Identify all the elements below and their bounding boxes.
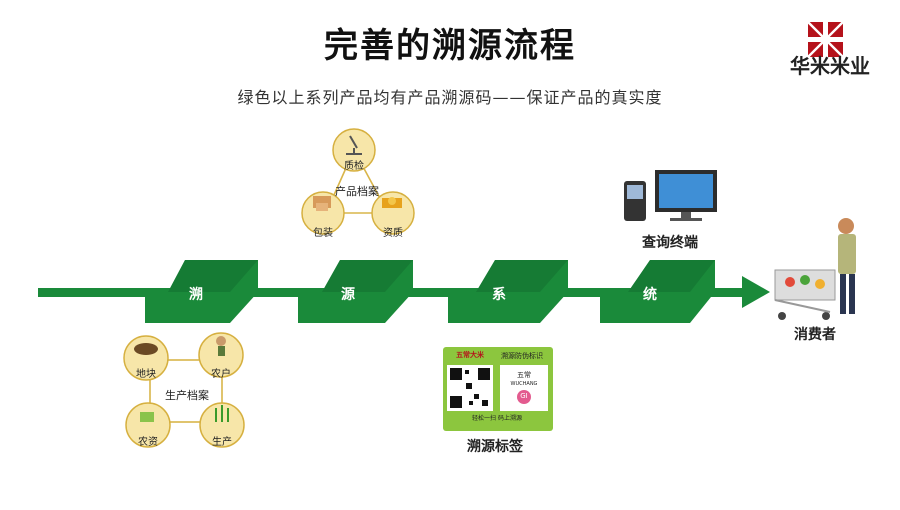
band-char-1: 溯	[189, 287, 203, 303]
tag-seal-sub: WUCHANG	[510, 381, 538, 387]
production-archive-label: 生产档案	[165, 389, 209, 402]
archive-item-plot: 地块	[136, 369, 156, 380]
tag-seal-text: 五常	[517, 371, 531, 379]
product-archive-diagram	[301, 128, 415, 235]
band-char-2: 源	[341, 287, 355, 303]
band-char-3: 系	[492, 287, 506, 303]
archive-item-qc: 质检	[344, 161, 364, 172]
archive-item-qual: 资质	[383, 228, 403, 239]
product-archive-label: 产品档案	[335, 185, 379, 198]
brand-logo-icon	[807, 21, 844, 58]
brand-name: 华米米业	[790, 54, 870, 78]
tag-header-text: 溯源防伪标识	[501, 352, 543, 360]
tag-footer: 轻松一扫 码上溯源	[472, 415, 522, 422]
page-subtitle: 绿色以上系列产品均有产品溯源码——保证产品的真实度	[237, 88, 663, 107]
watering-can-icon	[125, 402, 171, 448]
query-terminal-label: 查询终端	[642, 235, 698, 251]
trace-arrow-head-icon	[742, 276, 770, 308]
archive-item-farmer: 农户	[211, 369, 231, 380]
trace-tag-icon	[443, 347, 553, 431]
archive-item-pack: 包装	[313, 228, 333, 239]
band-char-4: 统	[643, 287, 657, 303]
trace-tag-label: 溯源标签	[467, 439, 523, 455]
consumer-label: 消费者	[794, 327, 836, 343]
tag-header-brand: 五常大米	[456, 351, 484, 359]
tag-gi: GI	[520, 392, 528, 400]
production-archive-diagram	[123, 332, 245, 448]
archive-item-input: 农资	[138, 437, 158, 448]
query-terminal-icon	[624, 170, 717, 221]
consumer-shopping-icon	[774, 218, 856, 320]
archive-item-prod: 生产	[212, 437, 232, 448]
page-title: 完善的溯源流程	[324, 26, 576, 66]
package-icon	[301, 191, 345, 235]
seedling-icon	[199, 402, 245, 448]
